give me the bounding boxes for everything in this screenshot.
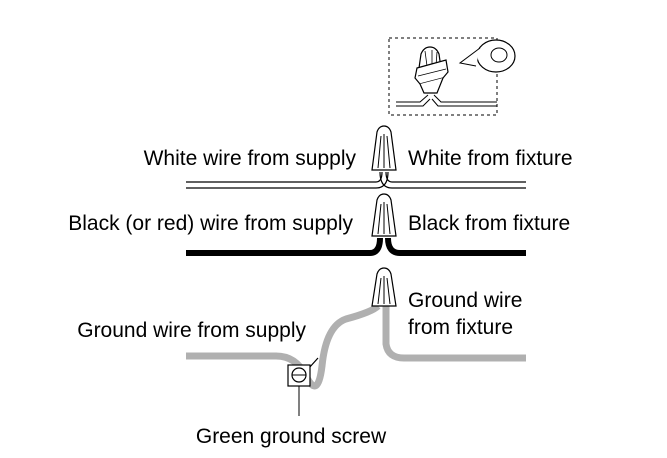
black-supply-label: Black (or red) wire from supply — [68, 212, 353, 235]
inset-box — [388, 37, 516, 116]
white-fixture-label: White from fixture — [408, 147, 573, 170]
ground-wire-fixture — [382, 306, 526, 362]
wire-nut-and-electrical-tape-icon — [414, 39, 516, 94]
inset-border — [388, 37, 498, 116]
black-wire-fixture — [385, 237, 526, 256]
white-wire-supply — [186, 171, 383, 183]
black-wire-nut — [371, 193, 397, 237]
ground-screw-label: Green ground screw — [196, 425, 387, 448]
inset-wires — [396, 94, 497, 107]
ground-fixture-label-line2: from fixture — [408, 316, 513, 339]
black-wires — [186, 237, 526, 256]
ground-wires — [186, 303, 526, 390]
ground-supply-label: Ground wire from supply — [77, 319, 306, 342]
ground-screw-icon — [287, 357, 319, 416]
white-wire-nut — [371, 125, 397, 171]
black-fixture-label: Black from fixture — [408, 212, 570, 235]
ground-fixture-label-line1: Ground wire — [408, 289, 522, 312]
white-wires — [186, 171, 526, 189]
ground-wire-nut — [371, 267, 397, 307]
black-wire-supply — [186, 237, 383, 256]
white-wire-fixture — [385, 171, 526, 183]
white-supply-label: White wire from supply — [144, 147, 357, 170]
wire-nut-icon — [371, 125, 397, 307]
ground-wire-supply — [186, 303, 381, 390]
